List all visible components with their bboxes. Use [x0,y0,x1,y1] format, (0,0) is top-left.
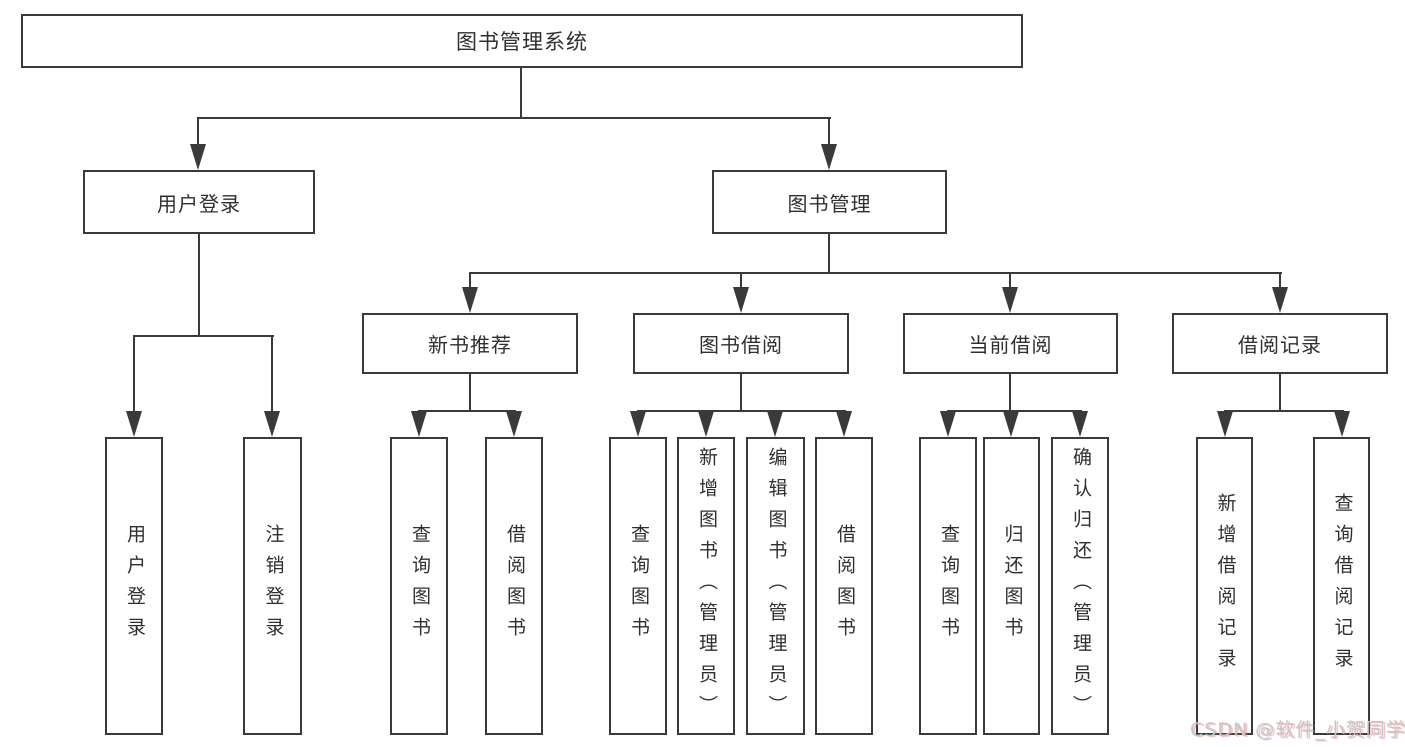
connector-line [1279,374,1281,412]
connector-line [637,410,846,412]
connector-line [1009,272,1011,292]
arrow-down-icon [1003,411,1019,437]
arrow-down-icon [190,144,206,170]
connector-line [469,272,471,292]
connector-line [469,374,471,412]
leaf-borrow-add-books-admin: 新增图书（管理员） [677,437,735,735]
connector-line [828,234,830,274]
leaf-borrow-edit-books-admin: 编辑图书（管理员） [746,437,805,735]
connector-line [1224,410,1344,412]
leaf-borrow-borrow-books: 借阅图书 [815,437,873,735]
arrow-down-icon [1334,411,1350,437]
arrow-down-icon [767,411,783,437]
arrow-down-icon [1002,287,1018,313]
leaf-current-confirm-return-admin: 确认归还（管理员） [1051,437,1109,735]
arrow-down-icon [940,411,956,437]
connector-line [520,66,522,119]
leaf-borrow-query-books: 查询图书 [609,437,667,735]
leaf-logout: 注销登录 [243,437,302,735]
connector-line [133,335,274,337]
leaf-newbook-borrow-books: 借阅图书 [485,437,543,735]
arrow-down-icon [264,411,280,437]
arrow-down-icon [733,287,749,313]
leaf-current-return-books: 归还图书 [983,437,1040,735]
connector-line [197,117,199,149]
node-user-login: 用户登录 [83,170,315,234]
node-borrowing-records: 借阅记录 [1172,313,1388,374]
node-book-management: 图书管理 [712,170,947,234]
node-current-borrowing: 当前借阅 [903,313,1118,374]
arrow-down-icon [1217,411,1233,437]
connector-line [133,335,135,415]
connector-line [418,410,516,412]
arrow-down-icon [411,411,427,437]
leaf-newbook-query-books: 查询图书 [390,437,448,735]
connector-line [740,374,742,412]
node-root: 图书管理系统 [21,14,1023,68]
connector-line [198,234,200,337]
arrow-down-icon [506,411,522,437]
connector-line [1279,272,1281,292]
arrow-down-icon [821,144,837,170]
csdn-watermark: CSDN @软件_小贺同学 [1190,719,1405,741]
arrow-down-icon [126,411,142,437]
leaf-records-query-record: 查询借阅记录 [1313,437,1370,735]
node-book-borrowing: 图书借阅 [633,313,849,374]
leaf-current-query-books: 查询图书 [919,437,977,735]
arrow-down-icon [1072,411,1088,437]
leaf-user-login: 用户登录 [105,437,163,735]
arrow-down-icon [836,411,852,437]
connector-line [828,117,830,149]
connector-line [271,335,273,415]
arrow-down-icon [630,411,646,437]
connector-line [469,272,1282,274]
connector-line [740,272,742,292]
arrow-down-icon [698,411,714,437]
connector-line [1009,374,1011,412]
leaf-records-add-record: 新增借阅记录 [1196,437,1253,735]
arrow-down-icon [462,287,478,313]
node-new-book-recommend: 新书推荐 [362,313,578,374]
arrow-down-icon [1272,287,1288,313]
connector-line [197,117,831,119]
